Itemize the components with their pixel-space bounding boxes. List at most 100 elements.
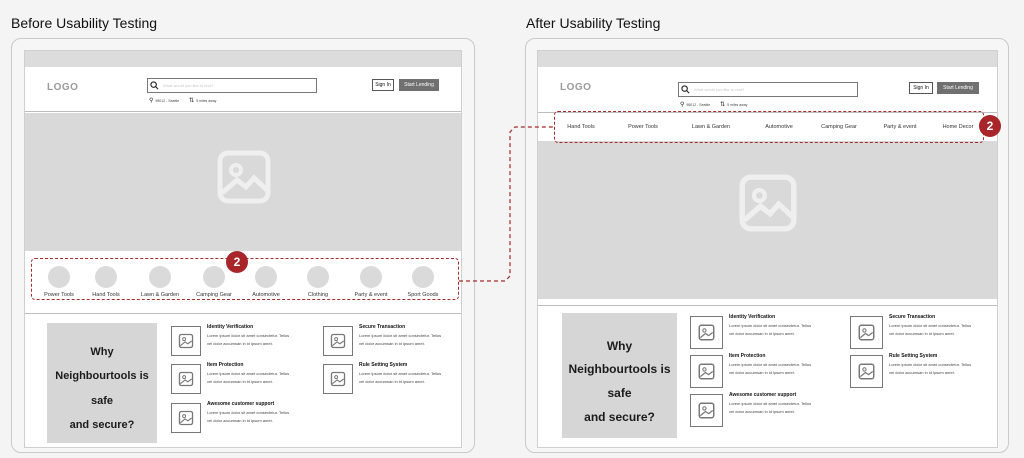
why-line-4: and secure? [584,410,655,424]
zip-text: 98012 - Seattle [155,99,180,103]
annotation-badge: 2 [226,251,248,273]
feature-text: Lorem ipsum dolor sit amet consectetur. … [889,362,972,375]
feature-title: Item Protection [207,362,244,368]
feature-title: Secure Transaction [359,324,406,330]
feature-title: Item Protection [729,353,766,359]
image-placeholder-icon [690,355,723,388]
feature-title: Rule Setting System [359,362,408,368]
image-placeholder-icon [690,316,723,349]
nav-item[interactable]: Camping Gear [821,124,857,130]
feature-text: Lorem ipsum dolor sit amet consectetur. … [207,410,290,423]
feature-text: Lorem ipsum dolor sit amet consectetur. … [207,371,290,384]
feature-title: Rule Setting System [889,353,938,359]
why-line-1: Why [606,339,633,353]
feature-text: Lorem ipsum dolor sit amet consectetur. … [207,333,290,346]
category-label: Power Tools [44,292,74,298]
category-label: Lawn & Garden [140,292,180,298]
nav-item[interactable]: Power Tools [628,124,658,130]
category-label: Hand Tools [92,292,120,298]
category-circle[interactable] [95,266,117,288]
image-placeholder-icon [171,326,201,356]
zip-text: 98012 - Seattle [686,103,711,107]
why-line-2: Neighbourtools is [568,362,671,376]
category-label: Automotive [252,292,280,298]
location-pin-icon: ⚲ [149,98,154,104]
image-placeholder-icon [217,150,271,204]
divider [25,111,461,112]
after-title: After Usability Testing [526,15,661,31]
category-circle[interactable] [255,266,277,288]
category-circle[interactable] [412,266,434,288]
category-circle[interactable] [48,266,70,288]
before-title: Before Usability Testing [11,15,158,31]
after-wireframe: LOGO What would you like to rent? ⚲98012… [537,50,998,448]
search-input[interactable]: What would you like to rent? [147,78,317,93]
sign-in-button[interactable]: Sign In [372,79,394,91]
category-circle[interactable] [203,266,225,288]
category-label: Camping Gear [196,292,232,298]
divider [538,305,997,306]
nav-item[interactable]: Party & event [883,124,917,130]
nav-item[interactable]: Lawn & Garden [691,124,731,130]
highlight-nav-bar [554,111,984,143]
search-placeholder: What would you like to rent? [694,87,745,92]
feature-title: Awesome customer support [207,401,275,407]
start-lending-button[interactable]: Start Lending [937,82,979,94]
location-pin-icon: ⚲ [680,102,685,108]
distance-text: 5 miles away [196,99,217,103]
image-placeholder-icon [323,326,353,356]
feature-title: Secure Transaction [889,314,936,320]
nav-item[interactable]: Automotive [765,124,793,130]
divider [538,112,997,113]
category-label: Clothing [307,292,329,298]
why-box: Why Neighbourtools is safe and secure? [562,313,677,438]
image-placeholder-icon [690,394,723,427]
location-row: ⚲98012 - Seattle ⇅5 miles away [149,97,216,104]
why-line-2: Neighbourtools is [55,370,149,382]
feature-title: Awesome customer support [729,392,797,398]
nav-item[interactable]: Home Decor [942,124,974,130]
distance-icon: ⇅ [720,102,726,108]
start-lending-button[interactable]: Start Lending [399,79,439,91]
image-placeholder-icon [739,174,797,232]
search-icon [681,85,690,94]
category-label: Sport Goods [407,292,439,298]
image-placeholder-icon [850,316,883,349]
hero-banner [25,113,461,251]
feature-text: Lorem ipsum dolor sit amet consectetur. … [359,371,442,384]
search-input[interactable]: What would you like to rent? [678,82,858,97]
logo: LOGO [560,82,592,93]
why-box: Why Neighbourtools is safe and secure? [47,323,157,443]
location-row: ⚲98012 - Seattle ⇅5 miles away [680,101,747,108]
feature-text: Lorem ipsum dolor sit amet consectetur. … [359,333,442,346]
hero-banner [538,141,997,299]
feature-text: Lorem ipsum dolor sit amet consectetur. … [889,323,972,336]
logo: LOGO [47,82,79,93]
distance-text: 5 miles away [727,103,748,107]
image-placeholder-icon [171,364,201,394]
why-line-4: and secure? [69,419,135,431]
feature-title: Identity Verification [729,314,776,320]
before-wireframe: LOGO What would you like to rent? ⚲98012… [24,50,462,448]
annotation-badge: 2 [979,115,1001,137]
why-line-3: safe [90,395,114,407]
search-placeholder: What would you like to rent? [163,83,214,88]
distance-icon: ⇅ [189,98,195,104]
feature-text: Lorem ipsum dolor sit amet consectetur. … [729,362,812,375]
image-placeholder-icon [850,355,883,388]
feature-text: Lorem ipsum dolor sit amet consectetur. … [729,323,812,336]
feature-title: Identity Verification [207,324,254,330]
image-placeholder-icon [171,403,201,433]
nav-item[interactable]: Hand Tools [567,124,595,130]
category-circle[interactable] [307,266,329,288]
category-label: Party & event [354,292,388,298]
category-circle[interactable] [149,266,171,288]
sign-in-button[interactable]: Sign In [909,82,933,94]
divider [25,313,461,314]
browser-bar [25,51,461,67]
why-line-3: safe [607,386,632,400]
feature-text: Lorem ipsum dolor sit amet consectetur. … [729,401,812,414]
why-line-1: Why [90,346,114,358]
browser-bar [538,51,997,67]
category-circle[interactable] [360,266,382,288]
